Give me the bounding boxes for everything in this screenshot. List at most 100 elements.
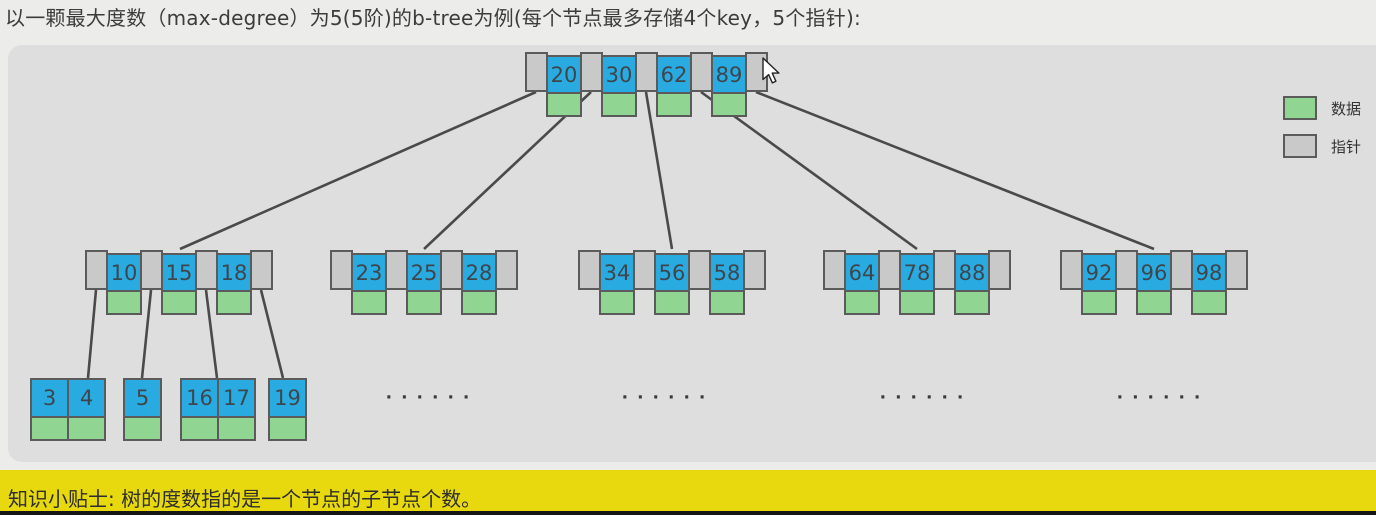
data-cell xyxy=(180,416,219,441)
pointer-cell xyxy=(743,250,766,290)
data-cell xyxy=(899,290,935,315)
key-cell: 10 xyxy=(106,253,142,292)
pointer-cell xyxy=(988,250,1011,290)
data-cell xyxy=(268,416,307,441)
key-column: 5 xyxy=(123,378,162,441)
key-column: 25 xyxy=(406,253,442,315)
pointer-cell xyxy=(330,250,353,290)
data-cell xyxy=(954,290,990,315)
pointer-cell xyxy=(250,250,273,290)
pointer-cell xyxy=(933,250,956,290)
key-column: 30 xyxy=(601,55,637,117)
key-cell: 15 xyxy=(161,253,197,292)
pointer-cell xyxy=(1225,250,1248,290)
key-column: 96 xyxy=(1136,253,1172,315)
data-cell xyxy=(406,290,442,315)
key-cell: 4 xyxy=(67,378,106,418)
data-cell xyxy=(216,290,252,315)
key-cell: 56 xyxy=(654,253,690,292)
key-column: 98 xyxy=(1191,253,1227,315)
key-column: 64 xyxy=(844,253,880,315)
key-cell: 18 xyxy=(216,253,252,292)
key-column: 23 xyxy=(351,253,387,315)
pointer-cell xyxy=(525,52,548,92)
pointer-cell xyxy=(635,52,658,92)
footer-divider xyxy=(0,511,1376,515)
legend-item-data: 数据 xyxy=(1283,96,1361,120)
leaf-node: 16 17 xyxy=(180,378,256,441)
data-cell xyxy=(654,290,690,315)
data-cell xyxy=(546,92,582,117)
pointer-swatch xyxy=(1283,134,1317,158)
key-cell: 88 xyxy=(954,253,990,292)
ellipsis: ······ xyxy=(621,388,715,408)
key-column: 58 xyxy=(709,253,745,315)
key-column: 18 xyxy=(216,253,252,315)
data-cell xyxy=(599,290,635,315)
legend-label: 指针 xyxy=(1331,137,1362,156)
key-cell: 17 xyxy=(217,378,256,418)
key-cell: 78 xyxy=(899,253,935,292)
data-cell xyxy=(67,416,106,441)
key-column: 88 xyxy=(954,253,990,315)
mouse-cursor-icon xyxy=(762,57,780,84)
pointer-cell xyxy=(1170,250,1193,290)
key-cell: 30 xyxy=(601,55,637,94)
key-cell: 64 xyxy=(844,253,880,292)
pointer-cell xyxy=(580,52,603,92)
key-column: 28 xyxy=(461,253,497,315)
key-cell: 62 xyxy=(656,55,692,94)
pointer-cell xyxy=(495,250,518,290)
data-cell xyxy=(709,290,745,315)
data-cell xyxy=(1191,290,1227,315)
key-column: 34 xyxy=(599,253,635,315)
key-cell: 16 xyxy=(180,378,219,418)
legend-item-pointer: 指针 xyxy=(1283,134,1361,158)
key-column: 3 xyxy=(30,378,69,441)
key-cell: 23 xyxy=(351,253,387,292)
data-cell xyxy=(844,290,880,315)
leaf-node: 3 4 xyxy=(30,378,106,441)
data-swatch xyxy=(1283,96,1317,120)
pointer-cell xyxy=(440,250,463,290)
key-cell: 34 xyxy=(599,253,635,292)
key-column: 16 xyxy=(180,378,219,441)
data-cell xyxy=(711,92,747,117)
data-cell xyxy=(1081,290,1117,315)
pointer-cell xyxy=(633,250,656,290)
key-column: 10 xyxy=(106,253,142,315)
key-column: 17 xyxy=(217,378,256,441)
key-column: 89 xyxy=(711,55,747,117)
key-cell: 28 xyxy=(461,253,497,292)
legend-label: 数据 xyxy=(1331,99,1362,118)
pointer-cell xyxy=(578,250,601,290)
pointer-cell xyxy=(85,250,108,290)
key-cell: 98 xyxy=(1191,253,1227,292)
pointer-cell xyxy=(140,250,163,290)
data-cell xyxy=(161,290,197,315)
internal-node: 64 78 88 xyxy=(823,250,1011,315)
pointer-cell xyxy=(878,250,901,290)
data-cell xyxy=(30,416,69,441)
internal-node: 34 56 58 xyxy=(578,250,766,315)
key-cell: 19 xyxy=(268,378,307,418)
pointer-cell xyxy=(690,52,713,92)
pointer-cell xyxy=(1060,250,1083,290)
root-node: 20 30 62 89 xyxy=(525,52,768,117)
data-cell xyxy=(123,416,162,441)
data-cell xyxy=(656,92,692,117)
key-cell: 25 xyxy=(406,253,442,292)
pointer-cell xyxy=(385,250,408,290)
data-cell xyxy=(1136,290,1172,315)
key-column: 20 xyxy=(546,55,582,117)
key-column: 62 xyxy=(656,55,692,117)
key-column: 15 xyxy=(161,253,197,315)
key-cell: 5 xyxy=(123,378,162,418)
key-cell: 3 xyxy=(30,378,69,418)
key-cell: 20 xyxy=(546,55,582,94)
data-cell xyxy=(461,290,497,315)
internal-node: 23 25 28 xyxy=(330,250,518,315)
footer-tip-text: 知识小贴士: 树的度数指的是一个节点的子节点个数。 xyxy=(8,487,482,511)
data-cell xyxy=(106,290,142,315)
